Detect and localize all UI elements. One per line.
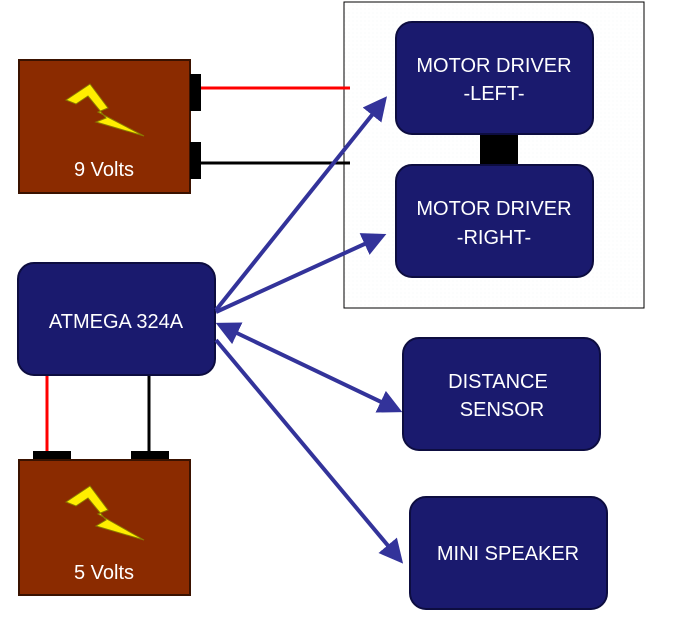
arrow-to-speaker (214, 338, 404, 564)
battery-9v-label: 9 Volts (74, 159, 134, 181)
motor-left-line1: MOTOR DRIVER (416, 55, 571, 77)
distance-sensor-box: DISTANCE SENSOR (402, 337, 601, 451)
arrow-atmega-distance (215, 322, 403, 413)
mini-speaker-box: MINI SPEAKER (409, 496, 608, 610)
atmega-box: ATMEGA 324A (17, 262, 216, 376)
motor-connector (480, 130, 518, 170)
battery-5v-terminal-right (131, 451, 169, 460)
motor-left-line2: -LEFT- (463, 83, 524, 105)
lightning-bolt-icon (64, 83, 145, 137)
battery-5v: 5 Volts (18, 451, 191, 596)
speaker-label: MINI SPEAKER (437, 543, 579, 565)
motor-driver-left: MOTOR DRIVER -LEFT- (395, 21, 594, 135)
motor-right-line2: -RIGHT- (457, 227, 531, 249)
motor-right-line1: MOTOR DRIVER (416, 198, 571, 220)
battery-9v-terminal-bottom (190, 142, 201, 179)
arrow-to-motor-left (214, 96, 387, 312)
battery-5v-label: 5 Volts (74, 562, 134, 584)
lightning-bolt-icon (64, 485, 145, 541)
distance-line1: DISTANCE (448, 371, 548, 393)
battery-9v: 9 Volts (18, 59, 201, 194)
battery-5v-terminal-left (33, 451, 71, 460)
distance-line2: SENSOR (460, 399, 544, 421)
motor-driver-right: MOTOR DRIVER -RIGHT- (395, 164, 594, 278)
battery-9v-terminal-top (190, 74, 201, 111)
arrow-to-motor-right (215, 233, 387, 314)
atmega-label: ATMEGA 324A (49, 311, 184, 333)
